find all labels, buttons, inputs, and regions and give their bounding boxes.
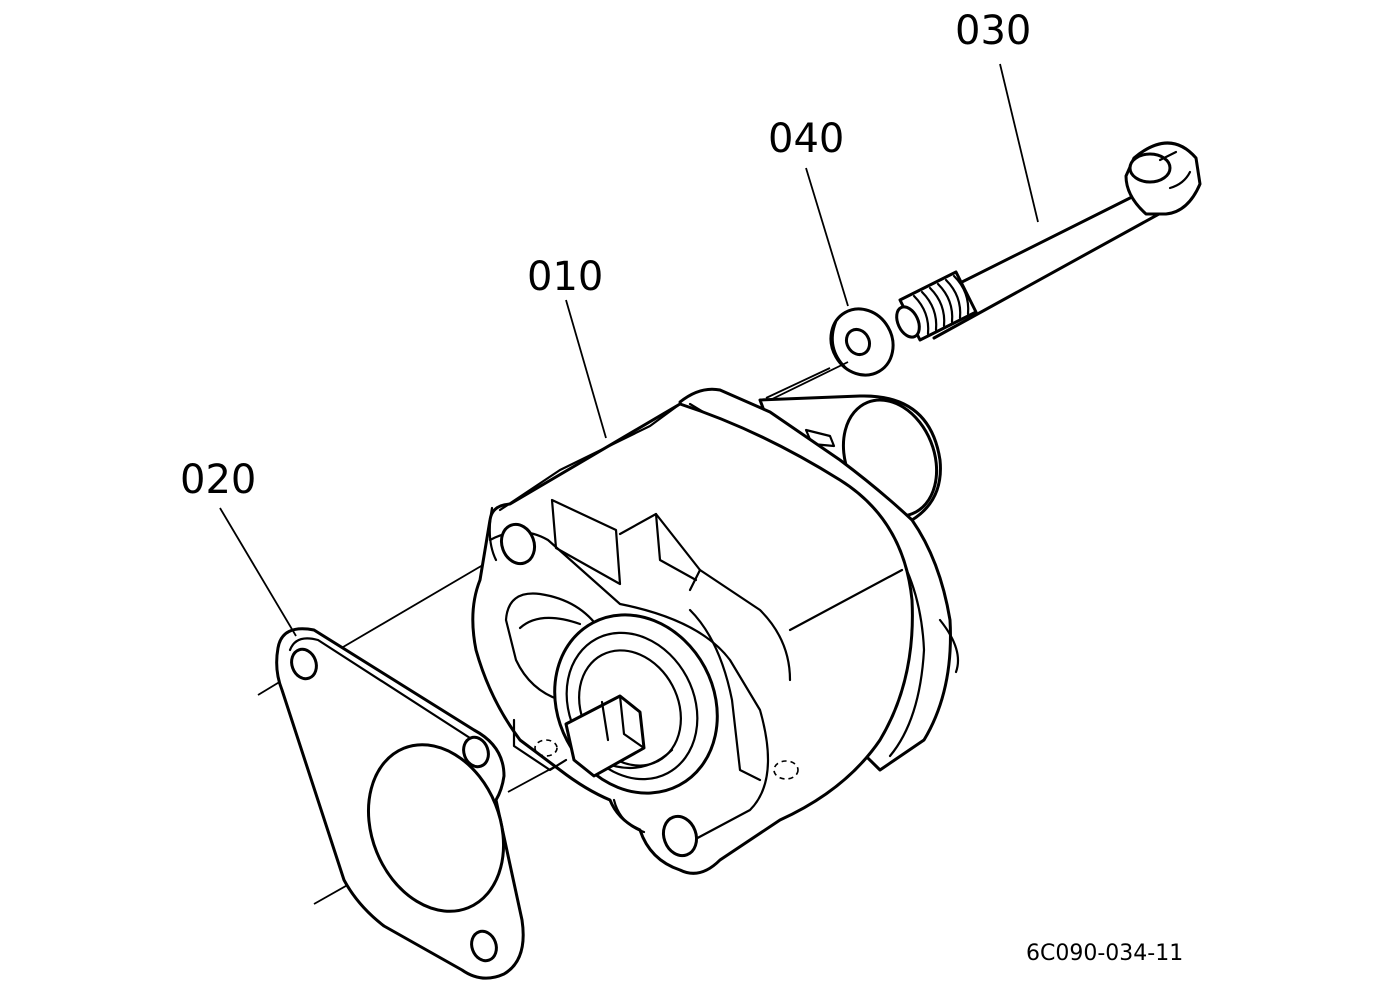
gasket-020[interactable] <box>275 627 528 980</box>
leader-lines <box>219 63 1039 637</box>
pump-body-010[interactable] <box>471 386 960 875</box>
bolt-030[interactable] <box>892 141 1202 342</box>
washer-040[interactable] <box>819 298 905 387</box>
callout-040: 040 <box>768 116 844 162</box>
reference-code: 6C090-034-11 <box>1026 941 1183 966</box>
callout-010: 010 <box>527 254 603 300</box>
callout-020: 020 <box>180 457 256 503</box>
callout-030: 030 <box>955 8 1031 54</box>
